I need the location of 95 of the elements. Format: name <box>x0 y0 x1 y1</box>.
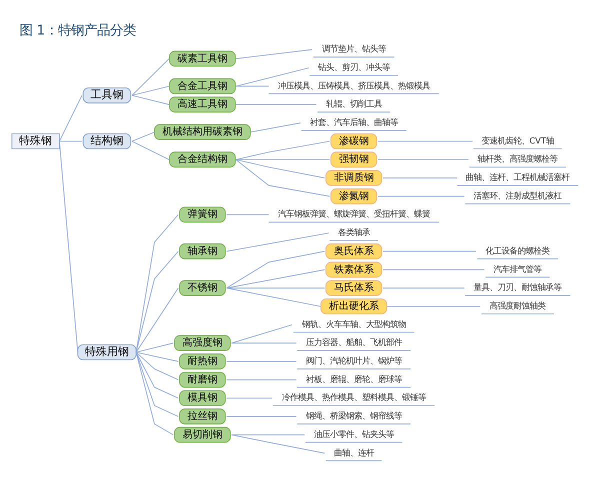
node-text: 量具、刀刃、耐蚀轴承等 <box>474 282 562 292</box>
node-box: 机械结构用碳素钢 <box>154 124 251 140</box>
node-text: 阀门、汽轮机叶片、锅炉等 <box>306 356 402 366</box>
node-box: 耐磨钢 <box>179 372 226 388</box>
node-box: 弹簧钢 <box>179 206 226 223</box>
connector <box>132 132 155 142</box>
connector <box>226 361 297 362</box>
node-text: 钻头、剪刃、冲头等 <box>318 62 390 72</box>
node-text: 冲压模具、压铸模具、挤压模具、热锻模具 <box>278 80 430 90</box>
node-box: 易切削钢 <box>174 426 231 443</box>
node-box: 碳素工具钢 <box>169 50 236 67</box>
node-box: 非调质钢 <box>325 170 382 186</box>
connector <box>136 214 179 353</box>
connector <box>59 94 82 142</box>
node-text: 钢轨、火车车轴、大型构筑物 <box>302 318 406 329</box>
node-box: 合金结构钢 <box>169 152 236 168</box>
diagram-title: 图 1：特钢产品分类 <box>19 23 136 38</box>
node-box: 不锈钢 <box>179 280 226 296</box>
connector <box>231 434 305 436</box>
node-box: 工具钢 <box>82 87 132 104</box>
connector <box>226 379 297 380</box>
node-text: 化工设备的螺栓类 <box>486 245 550 256</box>
node-box: 特殊钢 <box>11 133 60 150</box>
node-box: 高强度钢 <box>174 335 231 351</box>
connector <box>235 86 270 87</box>
node-text: 变速机齿轮、CVT轴 <box>481 135 554 146</box>
node-box: 拉丝钢 <box>179 408 226 424</box>
node-box: 模具钢 <box>179 390 226 406</box>
connector <box>226 232 330 252</box>
node-box: 结构钢 <box>82 133 132 150</box>
connector <box>231 342 297 344</box>
connector <box>132 94 170 105</box>
node-box: 轴承钢 <box>179 243 226 260</box>
connector <box>226 269 326 288</box>
connector <box>378 159 469 160</box>
connector <box>235 104 317 105</box>
connector <box>226 398 272 399</box>
connector <box>132 58 170 96</box>
connector <box>136 352 179 380</box>
connector <box>136 352 179 417</box>
connector <box>59 140 82 142</box>
node-text: 衬板、磨辊、磨轮、磨球等 <box>306 374 402 384</box>
node-text: 汽车钢板弹簧、螺旋弹簧、受扭杆簧、蝶簧 <box>278 208 430 219</box>
connector <box>136 352 179 362</box>
node-text: 高强度耐蚀轴类 <box>490 300 546 310</box>
node-text: 油压小零件、钻夹头等 <box>314 428 394 439</box>
connector <box>235 159 330 160</box>
connector <box>136 342 174 353</box>
node-text: 曲轴、连杆、工程机械活塞杆 <box>466 172 570 182</box>
node-text: 活塞环、注射成型机液杠 <box>474 190 562 200</box>
node-text: 汽车排气管等 <box>494 264 542 274</box>
node-box: 高速工具钢 <box>169 96 236 112</box>
connector <box>136 250 179 353</box>
node-text: 衬套、汽车后轴、曲轴等 <box>310 116 398 127</box>
connector <box>226 250 326 288</box>
connector <box>235 159 326 178</box>
connector <box>226 288 321 307</box>
connector <box>226 416 297 417</box>
node-box: 合金工具钢 <box>169 78 236 94</box>
node-text: 轧辊、切削工具 <box>326 98 382 109</box>
connector <box>136 352 179 399</box>
connector <box>132 86 170 96</box>
connector <box>250 122 301 132</box>
node-box: 奥氏体系 <box>325 243 382 260</box>
node-text: 曲轴、连杆 <box>334 447 374 458</box>
node-text: 轴杆类、高强度螺栓等 <box>478 154 558 164</box>
node-text: 压力容器、船舶、飞机部件 <box>306 337 402 348</box>
node-text: 调节垫片、钻头等 <box>322 44 386 54</box>
node-text: 冷作模具、热作模具、塑料模具、锻锤等 <box>282 392 426 402</box>
connector <box>378 196 465 197</box>
node-box: 析出硬化系 <box>320 298 388 314</box>
node-box: 强韧钢 <box>330 152 378 168</box>
connector <box>226 214 270 216</box>
node-box: 特殊用钢 <box>77 344 137 360</box>
connector <box>382 250 476 252</box>
connector <box>235 159 330 197</box>
node-box: 铁素体系 <box>325 262 382 278</box>
connector <box>382 269 485 270</box>
connector <box>235 67 310 87</box>
connector <box>136 288 179 353</box>
node-box: 渗氮钢 <box>330 188 378 204</box>
connector <box>378 140 474 142</box>
connector <box>231 324 292 344</box>
connector <box>231 434 326 454</box>
connector <box>235 140 330 160</box>
connector <box>59 140 78 353</box>
connector <box>235 49 313 60</box>
node-text: 钢绳、桥梁钢索、钢帘线等 <box>306 410 402 421</box>
connector <box>386 306 481 307</box>
node-text: 各类轴承 <box>338 227 370 238</box>
node-box: 渗碳钢 <box>330 133 378 150</box>
connector <box>132 140 170 160</box>
node-box: 耐热钢 <box>179 354 226 370</box>
connector <box>136 352 174 436</box>
node-box: 马氏体系 <box>325 280 382 296</box>
